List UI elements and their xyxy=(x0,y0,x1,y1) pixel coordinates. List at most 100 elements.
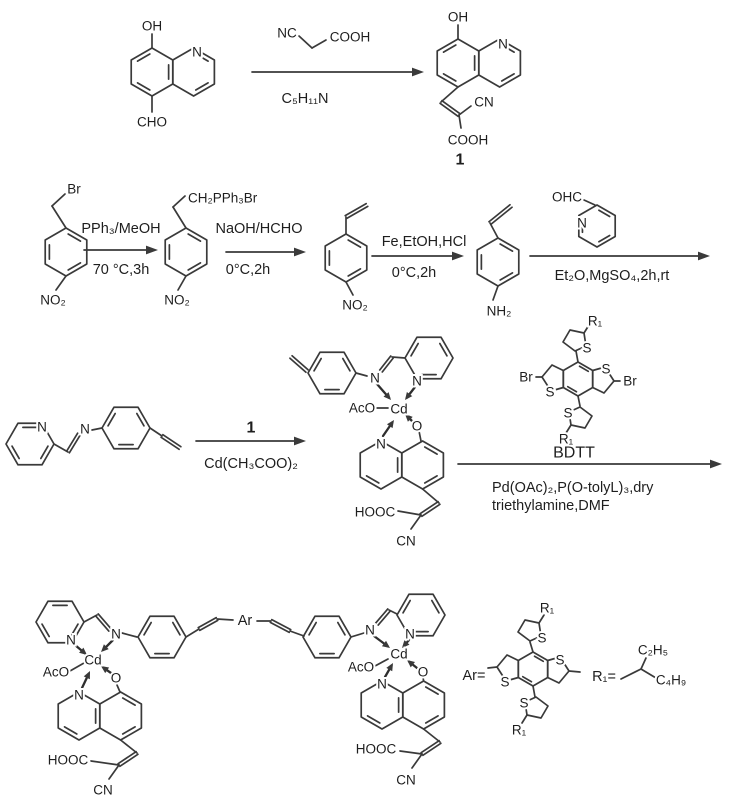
atom-label-nh2: NH₂ xyxy=(487,304,512,319)
bond xyxy=(532,685,536,698)
reagent-solvent: triethylamine,DMF xyxy=(492,498,610,514)
atom-label-r1-top: R₁ xyxy=(540,601,555,616)
row4-r1-definition: R₁= C₂H₅ C₄H₉ xyxy=(590,641,688,690)
bond xyxy=(430,599,440,614)
bond xyxy=(583,324,590,334)
bond xyxy=(135,412,145,427)
bond xyxy=(107,412,117,427)
atom-label-o: O xyxy=(418,665,429,680)
bond xyxy=(160,436,180,451)
bond xyxy=(345,205,369,220)
bond xyxy=(578,365,590,373)
reagent-et2o-mgso4: Et₂O,MgSO₄,2h,rt xyxy=(555,268,670,284)
bond xyxy=(347,267,362,277)
bond xyxy=(67,261,82,271)
ring-bond xyxy=(524,696,549,719)
atom-label-cd: Cd xyxy=(84,653,101,668)
bond xyxy=(568,670,581,673)
bond xyxy=(311,39,327,49)
atom-label-n-imine: N xyxy=(111,627,121,642)
atom-label-br-left: Br xyxy=(519,370,533,385)
bond xyxy=(55,275,67,291)
bond xyxy=(424,714,439,724)
atom-label-o: O xyxy=(111,671,122,686)
bond xyxy=(566,385,578,393)
arrowhead xyxy=(386,420,394,429)
row3-cadmium-complex: N N AcO Cd O N HOOC CN xyxy=(347,369,424,551)
bond xyxy=(420,739,440,754)
bond xyxy=(53,443,69,453)
bond xyxy=(640,668,657,679)
row1-product-1: OH N CN COOH 1 xyxy=(446,8,510,171)
bond xyxy=(185,628,200,638)
arrowhead xyxy=(79,647,87,655)
bond xyxy=(171,621,181,636)
atom-label-n-imine: N xyxy=(370,371,380,386)
atom-label-r1-bottom: R₁ xyxy=(512,723,527,738)
ring-bond xyxy=(541,364,565,392)
ring-bond xyxy=(562,329,587,352)
row3-bdtt-monomer: R₁ S Br S S Br S R₁ BDTT xyxy=(517,312,639,464)
ring-bond xyxy=(404,336,454,380)
bond xyxy=(41,623,51,638)
atom-label-cn: CN xyxy=(474,95,494,110)
bond xyxy=(149,427,163,437)
bond xyxy=(397,510,422,516)
arrowhead xyxy=(407,660,415,668)
bond xyxy=(529,641,534,653)
bond xyxy=(381,357,395,373)
bond xyxy=(69,662,85,672)
bond xyxy=(500,44,515,54)
row2-phosphonium-salt: CH₂PPh₃Br NO₂ xyxy=(162,189,260,310)
condition-0c-2h-b: 0°C,2h xyxy=(392,265,437,281)
ring-bond xyxy=(171,47,216,97)
condition-70c-3h: 70 °C,3h xyxy=(93,262,150,278)
bond xyxy=(410,342,420,357)
atom-label-n-pyridine: N xyxy=(37,420,47,435)
bond xyxy=(391,356,406,359)
bond xyxy=(575,350,579,363)
row3-imine-ligand: N N xyxy=(35,418,92,439)
atom-label-r1-top: R₁ xyxy=(588,314,603,329)
bond xyxy=(69,623,79,638)
atom-label-cd: Cd xyxy=(390,402,407,417)
bond xyxy=(162,433,182,448)
atom-label-cn: CN xyxy=(93,783,113,798)
arrowhead xyxy=(710,459,722,469)
bond xyxy=(422,676,425,682)
atom-label-s-left: S xyxy=(500,675,509,690)
atom-label-nc: NC xyxy=(277,26,297,41)
atom-label-n-quinoline: N xyxy=(376,437,386,452)
atom-label-hooc: HOOC xyxy=(355,505,396,520)
bond xyxy=(499,271,514,281)
atom-label-no2: NO₂ xyxy=(164,293,190,308)
arrowhead xyxy=(452,251,464,261)
atom-label-n-imine: N xyxy=(365,623,375,638)
bond xyxy=(521,675,533,683)
atom-label-s-left: S xyxy=(545,385,554,400)
reagent-piperidine: C₅H₁₁N xyxy=(281,91,328,107)
atom-label-cn: CN xyxy=(396,534,416,549)
ring-bond xyxy=(496,654,520,682)
atom-label-c2h5: C₂H₅ xyxy=(638,643,668,658)
bond xyxy=(487,666,498,669)
atom-label-s-right: S xyxy=(601,362,610,377)
arrowhead xyxy=(386,663,393,672)
atom-label-s-top: S xyxy=(537,631,546,646)
bond xyxy=(347,239,362,249)
atom-label-n-pyridine: N xyxy=(66,633,76,648)
bond xyxy=(298,35,313,49)
atom-label-no2: NO₂ xyxy=(342,298,368,313)
atom-label-cooh: COOH xyxy=(448,133,489,148)
condition-0c-2h-a: 0°C,2h xyxy=(226,262,271,278)
bond xyxy=(90,760,120,766)
bond xyxy=(198,619,219,632)
atom-label-n: N xyxy=(498,37,508,52)
atom-label-o: O xyxy=(412,419,423,434)
bond xyxy=(598,234,611,243)
bond xyxy=(51,193,66,207)
atom-label-aco: AcO xyxy=(349,401,375,416)
atom-label-cd: Cd xyxy=(390,647,407,662)
bond xyxy=(620,668,642,680)
